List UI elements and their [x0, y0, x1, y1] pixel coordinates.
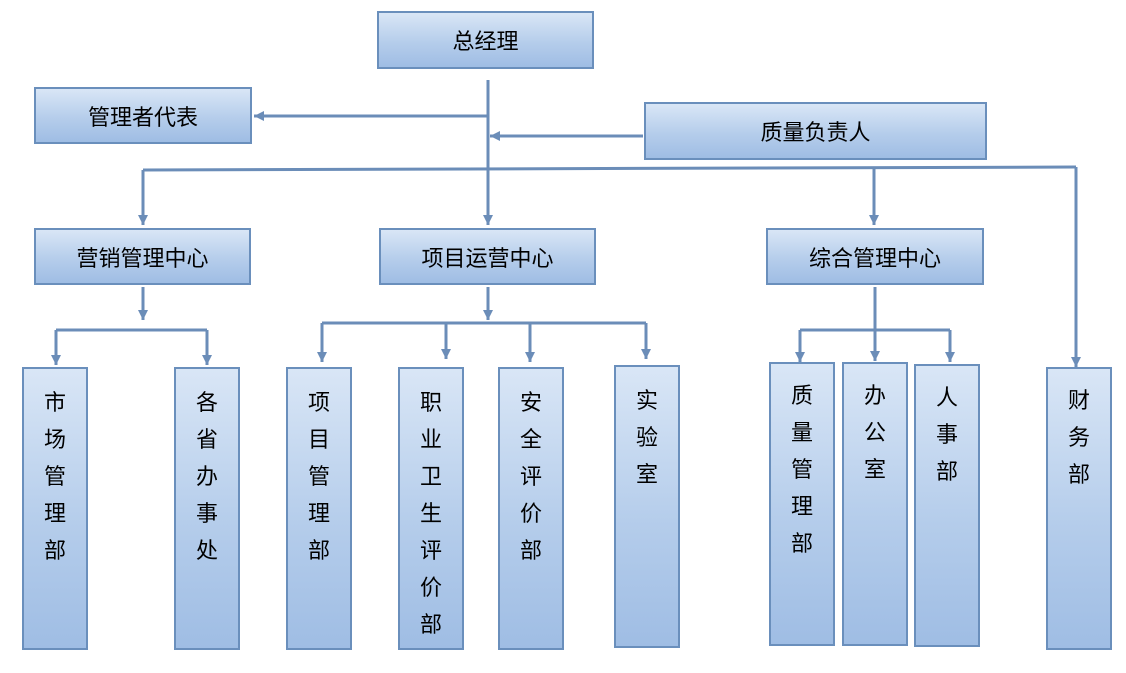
marketing-center-label: 营销管理中心	[76, 246, 209, 272]
quality-mgmt-dept-box: 质量管理部	[769, 362, 835, 646]
quality-lead-box: 质量负责人	[644, 102, 987, 160]
project-mgmt-dept-box: 项目管理部	[286, 367, 352, 650]
admin-center-label: 综合管理中心	[808, 246, 941, 272]
marketing-center-box: 营销管理中心	[34, 228, 251, 285]
finance-dept-label: 财 务 部	[1067, 389, 1090, 488]
market-dept-box: 市场管理部	[22, 367, 88, 650]
laboratory-box: 实 验 室	[614, 365, 680, 648]
project-operations-center-label: 项目运营中心	[421, 246, 554, 272]
quality-lead-label: 质量负责人	[760, 121, 871, 146]
occupational-health-dept-label: 职业卫生评价部	[419, 391, 442, 638]
occupational-health-dept-box: 职业卫生评价部	[398, 367, 464, 650]
finance-dept-box: 财 务 部	[1046, 367, 1112, 650]
quality-mgmt-dept-label: 质量管理部	[790, 384, 813, 557]
project-operations-center-box: 项目运营中心	[379, 228, 596, 285]
general-manager-label: 总经理	[452, 30, 519, 55]
hr-dept-label: 人 事 部	[935, 386, 958, 485]
admin-center-box: 综合管理中心	[766, 228, 984, 285]
market-dept-label: 市场管理部	[43, 391, 66, 564]
provincial-offices-label: 各省办事处	[195, 391, 218, 564]
provincial-offices-box: 各省办事处	[174, 367, 240, 650]
project-mgmt-dept-label: 项目管理部	[307, 391, 330, 564]
management-representative-box: 管理者代表	[34, 87, 252, 144]
laboratory-label: 实 验 室	[635, 389, 658, 488]
hr-dept-box: 人 事 部	[914, 364, 980, 647]
general-manager-box: 总经理	[377, 11, 594, 69]
management-representative-label: 管理者代表	[87, 105, 198, 131]
office-label: 办 公 室	[863, 384, 886, 483]
safety-eval-dept-box: 安全评价部	[498, 367, 564, 650]
safety-eval-dept-label: 安全评价部	[519, 391, 542, 564]
office-box: 办 公 室	[842, 362, 908, 646]
